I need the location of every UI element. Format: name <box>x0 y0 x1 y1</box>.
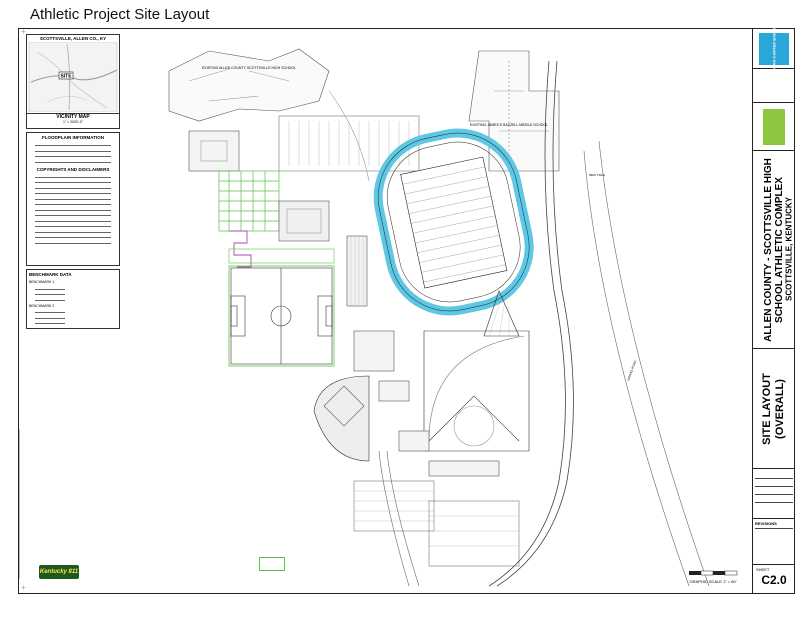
side-fine-print <box>17 429 23 579</box>
sheet-title: SITE LAYOUT (OVERALL) <box>761 372 786 445</box>
sheet-number-cell: SHEET C2.0 <box>753 565 795 593</box>
graphic-scale-label: GRAPHIC SCALE 1" = 80' <box>690 579 737 584</box>
label-middle-school: EXISTING JAMES E BAZZELL MIDDLE SCHOOL <box>470 123 548 127</box>
label-road-a: GRAVEL ROAD <box>626 359 637 381</box>
sheet-title-cell: SITE LAYOUT (OVERALL) <box>753 349 795 469</box>
engineer-logo <box>763 109 785 145</box>
benchmark-title: BENCHMARK DATA <box>29 272 72 277</box>
sheet-number: C2.0 <box>761 573 787 587</box>
project-location: SCOTTSVILLE, KENTUCKY <box>784 196 794 302</box>
revisions-label: REVISIONS <box>755 521 777 526</box>
benchmark-box: BENCHMARK DATA BENCHMARK 1 BENCHMARK 2 <box>26 269 120 329</box>
floodplain-title: FLOODPLAIN INFORMATION <box>42 135 104 140</box>
benchmark-2: BENCHMARK 2 <box>29 303 55 308</box>
drawing-sheet: + + SCOTTSVILLE, ALLEN CO., KY SITE VICI… <box>17 18 795 594</box>
firm-logo-cell: SHERMAN CARTER BARNHART <box>753 18 795 80</box>
vicinity-map-scale: 1" = 2000'-0" <box>63 120 83 124</box>
project-name-cell: ALLEN COUNTY - SCOTTSVILLE HIGH SCHOOL A… <box>753 151 795 349</box>
firm-address-cell <box>753 69 795 103</box>
label-road-b: NEW TRAIL <box>589 173 606 177</box>
title-block: SHERMAN CARTER BARNHART ALLEN COUNTY - S… <box>752 18 795 593</box>
vicinity-map-graphic: SITE <box>28 42 118 112</box>
graphic-scale <box>689 570 738 576</box>
label-high-school: EXISTING ALLEN COUNTY SCOTTSVILLE HIGH S… <box>202 66 296 70</box>
job-info-cell <box>753 469 795 519</box>
page-title: Athletic Project Site Layout <box>30 6 210 23</box>
corner-mark: + <box>21 27 26 36</box>
vicinity-map-box: SCOTTSVILLE, ALLEN CO., KY SITE VICINITY… <box>26 34 120 129</box>
benchmark-1: BENCHMARK 1 <box>29 280 55 284</box>
floodplain-text <box>35 142 111 163</box>
engineer-logo-cell <box>753 103 795 151</box>
project-name: ALLEN COUNTY - SCOTTSVILLE HIGH SCHOOL A… <box>763 157 785 342</box>
notes-box: FLOODPLAIN INFORMATION COPYRIGHTS AND DI… <box>26 132 120 266</box>
kentucky-811-logo: Kentucky 811 <box>39 565 79 579</box>
vicinity-map-title: VICINITY MAP <box>27 113 119 120</box>
sheet-label: SHEET <box>756 567 770 572</box>
site-marker: SITE <box>60 74 72 80</box>
firm-logo: SHERMAN CARTER BARNHART <box>759 18 789 80</box>
vicinity-header: SCOTTSVILLE, ALLEN CO., KY <box>39 36 107 41</box>
copyright-title: COPYRIGHTS AND DISCLAIMERS <box>36 166 110 172</box>
site-plan-drawing: GRAPHIC SCALE 1" = 80' EXISTING ALLEN CO… <box>168 48 738 587</box>
corner-mark: + <box>21 583 26 592</box>
legend-marker <box>259 557 285 571</box>
revisions-cell: REVISIONS <box>753 519 795 565</box>
copyright-text <box>35 174 111 244</box>
